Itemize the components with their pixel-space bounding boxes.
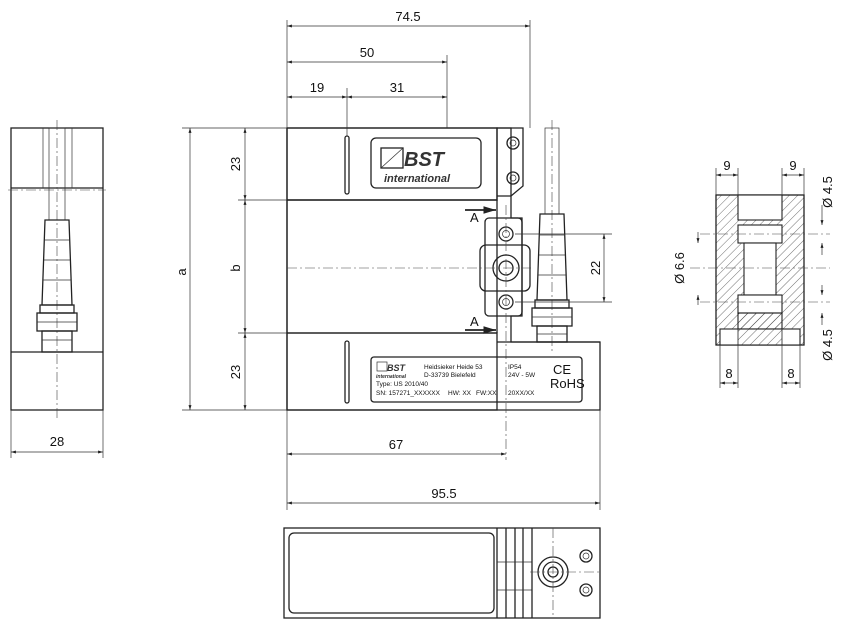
dim-19: 19: [310, 80, 324, 95]
logo-brand-top: BST: [404, 149, 446, 171]
bst-logo-top: BST international: [370, 137, 482, 189]
plate-rating: IP54: [508, 364, 522, 371]
logo-sub-top: international: [384, 173, 451, 185]
dim-a: a: [174, 268, 189, 276]
dim-dia-mid: Ø 6.6: [672, 252, 687, 284]
plate-rohs: RoHS: [550, 376, 585, 391]
section-view: 9 9 8 8 Ø 4.5 Ø 6.6 Ø 4.5: [672, 158, 835, 388]
plate-hw: HW: XX: [448, 390, 472, 397]
plate-date: 20XX/XX: [508, 390, 535, 397]
dim-overall-length: 95.5: [431, 486, 456, 501]
plate-ce: CE: [553, 362, 571, 377]
dim-b: b: [228, 264, 243, 271]
plate-serial: SN: 157271_XXXXXX: [376, 390, 441, 397]
dim-section-8-left: 8: [725, 366, 732, 381]
dim-dia-top: Ø 4.5: [820, 176, 835, 208]
dim-67: 67: [389, 437, 403, 452]
dim-31: 31: [390, 80, 404, 95]
type-plate: BST international Heidsieker Heide 53 D-…: [370, 356, 585, 403]
plate-type: Type: US 2010/40: [376, 381, 428, 388]
bottom-view: [283, 527, 601, 619]
dim-section-8-right: 8: [787, 366, 794, 381]
dim-slot-depth: 50: [360, 45, 374, 60]
logo-sub-plate: international: [376, 374, 407, 380]
logo-brand-plate: BST: [387, 363, 407, 373]
dim-side-width: 28: [50, 434, 64, 449]
plate-address-1: Heidsieker Heide 53: [424, 364, 483, 371]
dim-overall-top: 74.5: [395, 9, 420, 24]
dim-section-9-right: 9: [789, 158, 796, 173]
plate-fw: FW:XX: [476, 390, 497, 397]
side-view: 28: [8, 120, 106, 458]
plate-address-2: D-33739 Bielefeld: [424, 372, 476, 379]
dim-dia-bottom: Ø 4.5: [820, 329, 835, 361]
dim-hole-spacing: 22: [588, 261, 603, 275]
plate-power: 24V - 5W: [508, 372, 536, 379]
section-marker-bottom: A: [470, 314, 479, 329]
dim-arm-top: 23: [228, 157, 243, 171]
dim-arm-bottom: 23: [228, 365, 243, 379]
front-view: A A BST international BST international …: [174, 9, 612, 510]
section-marker-top: A: [470, 210, 479, 225]
dim-section-9-left: 9: [723, 158, 730, 173]
